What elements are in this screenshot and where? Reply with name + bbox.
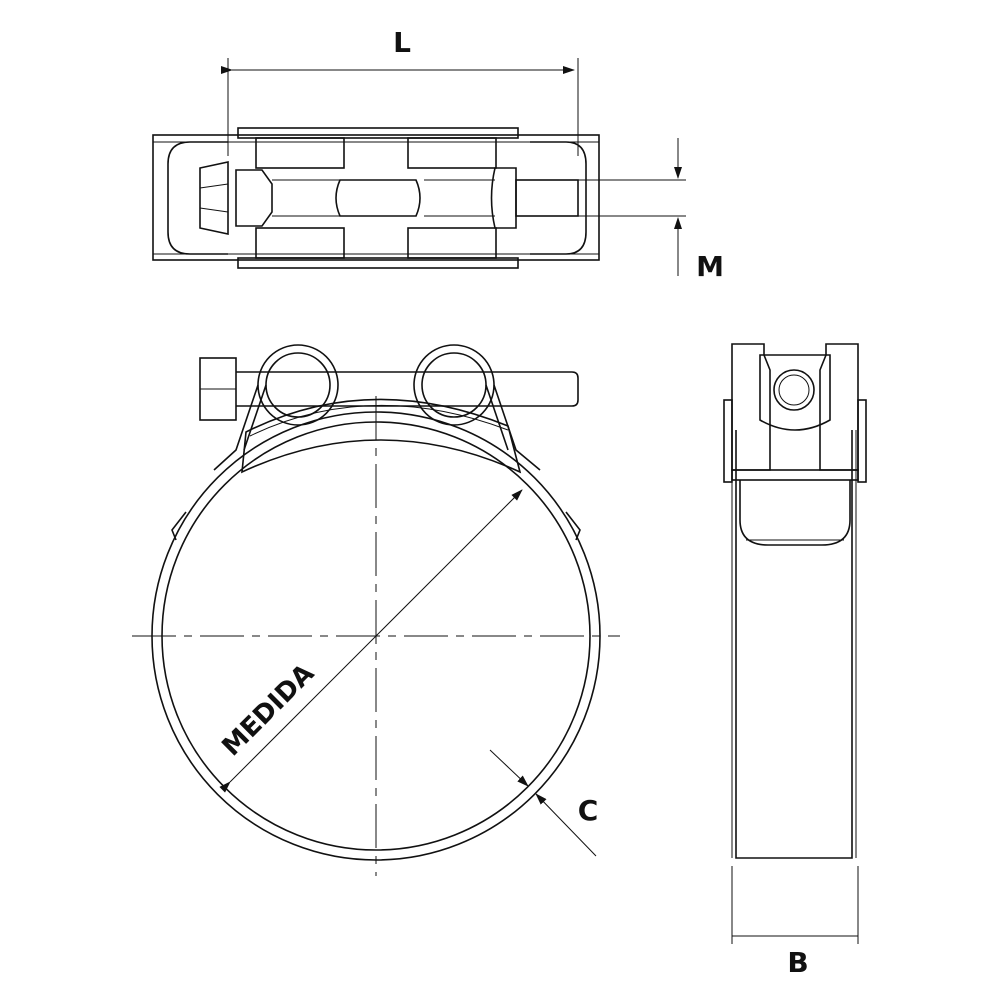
label-l: L (393, 26, 411, 59)
side-band (735, 430, 853, 859)
side-view: B (723, 343, 867, 979)
label-c: C (578, 794, 599, 827)
trunnion-right (413, 344, 495, 426)
top-view-body (152, 134, 600, 261)
top-view: L M (152, 26, 724, 283)
side-housing (731, 343, 771, 471)
side-bolt-end-outer (773, 369, 815, 411)
label-medida: MEDIDA (217, 659, 321, 763)
dimension-line-medida (219, 489, 523, 793)
top-saddle-upper (237, 127, 519, 139)
dimension-arrow-c-inner (489, 749, 529, 787)
top-saddle-lower (237, 257, 519, 269)
front-saddle (241, 398, 522, 474)
label-m: M (696, 250, 724, 283)
trunnion-left (257, 344, 339, 426)
side-bolt-end-inner (778, 374, 810, 406)
dimension-arrow-c-outer (535, 793, 597, 857)
front-view: MEDIDA C (132, 344, 620, 876)
top-bolt-shaft (235, 169, 273, 227)
top-bolt-head (199, 161, 229, 235)
label-b: B (787, 946, 808, 979)
